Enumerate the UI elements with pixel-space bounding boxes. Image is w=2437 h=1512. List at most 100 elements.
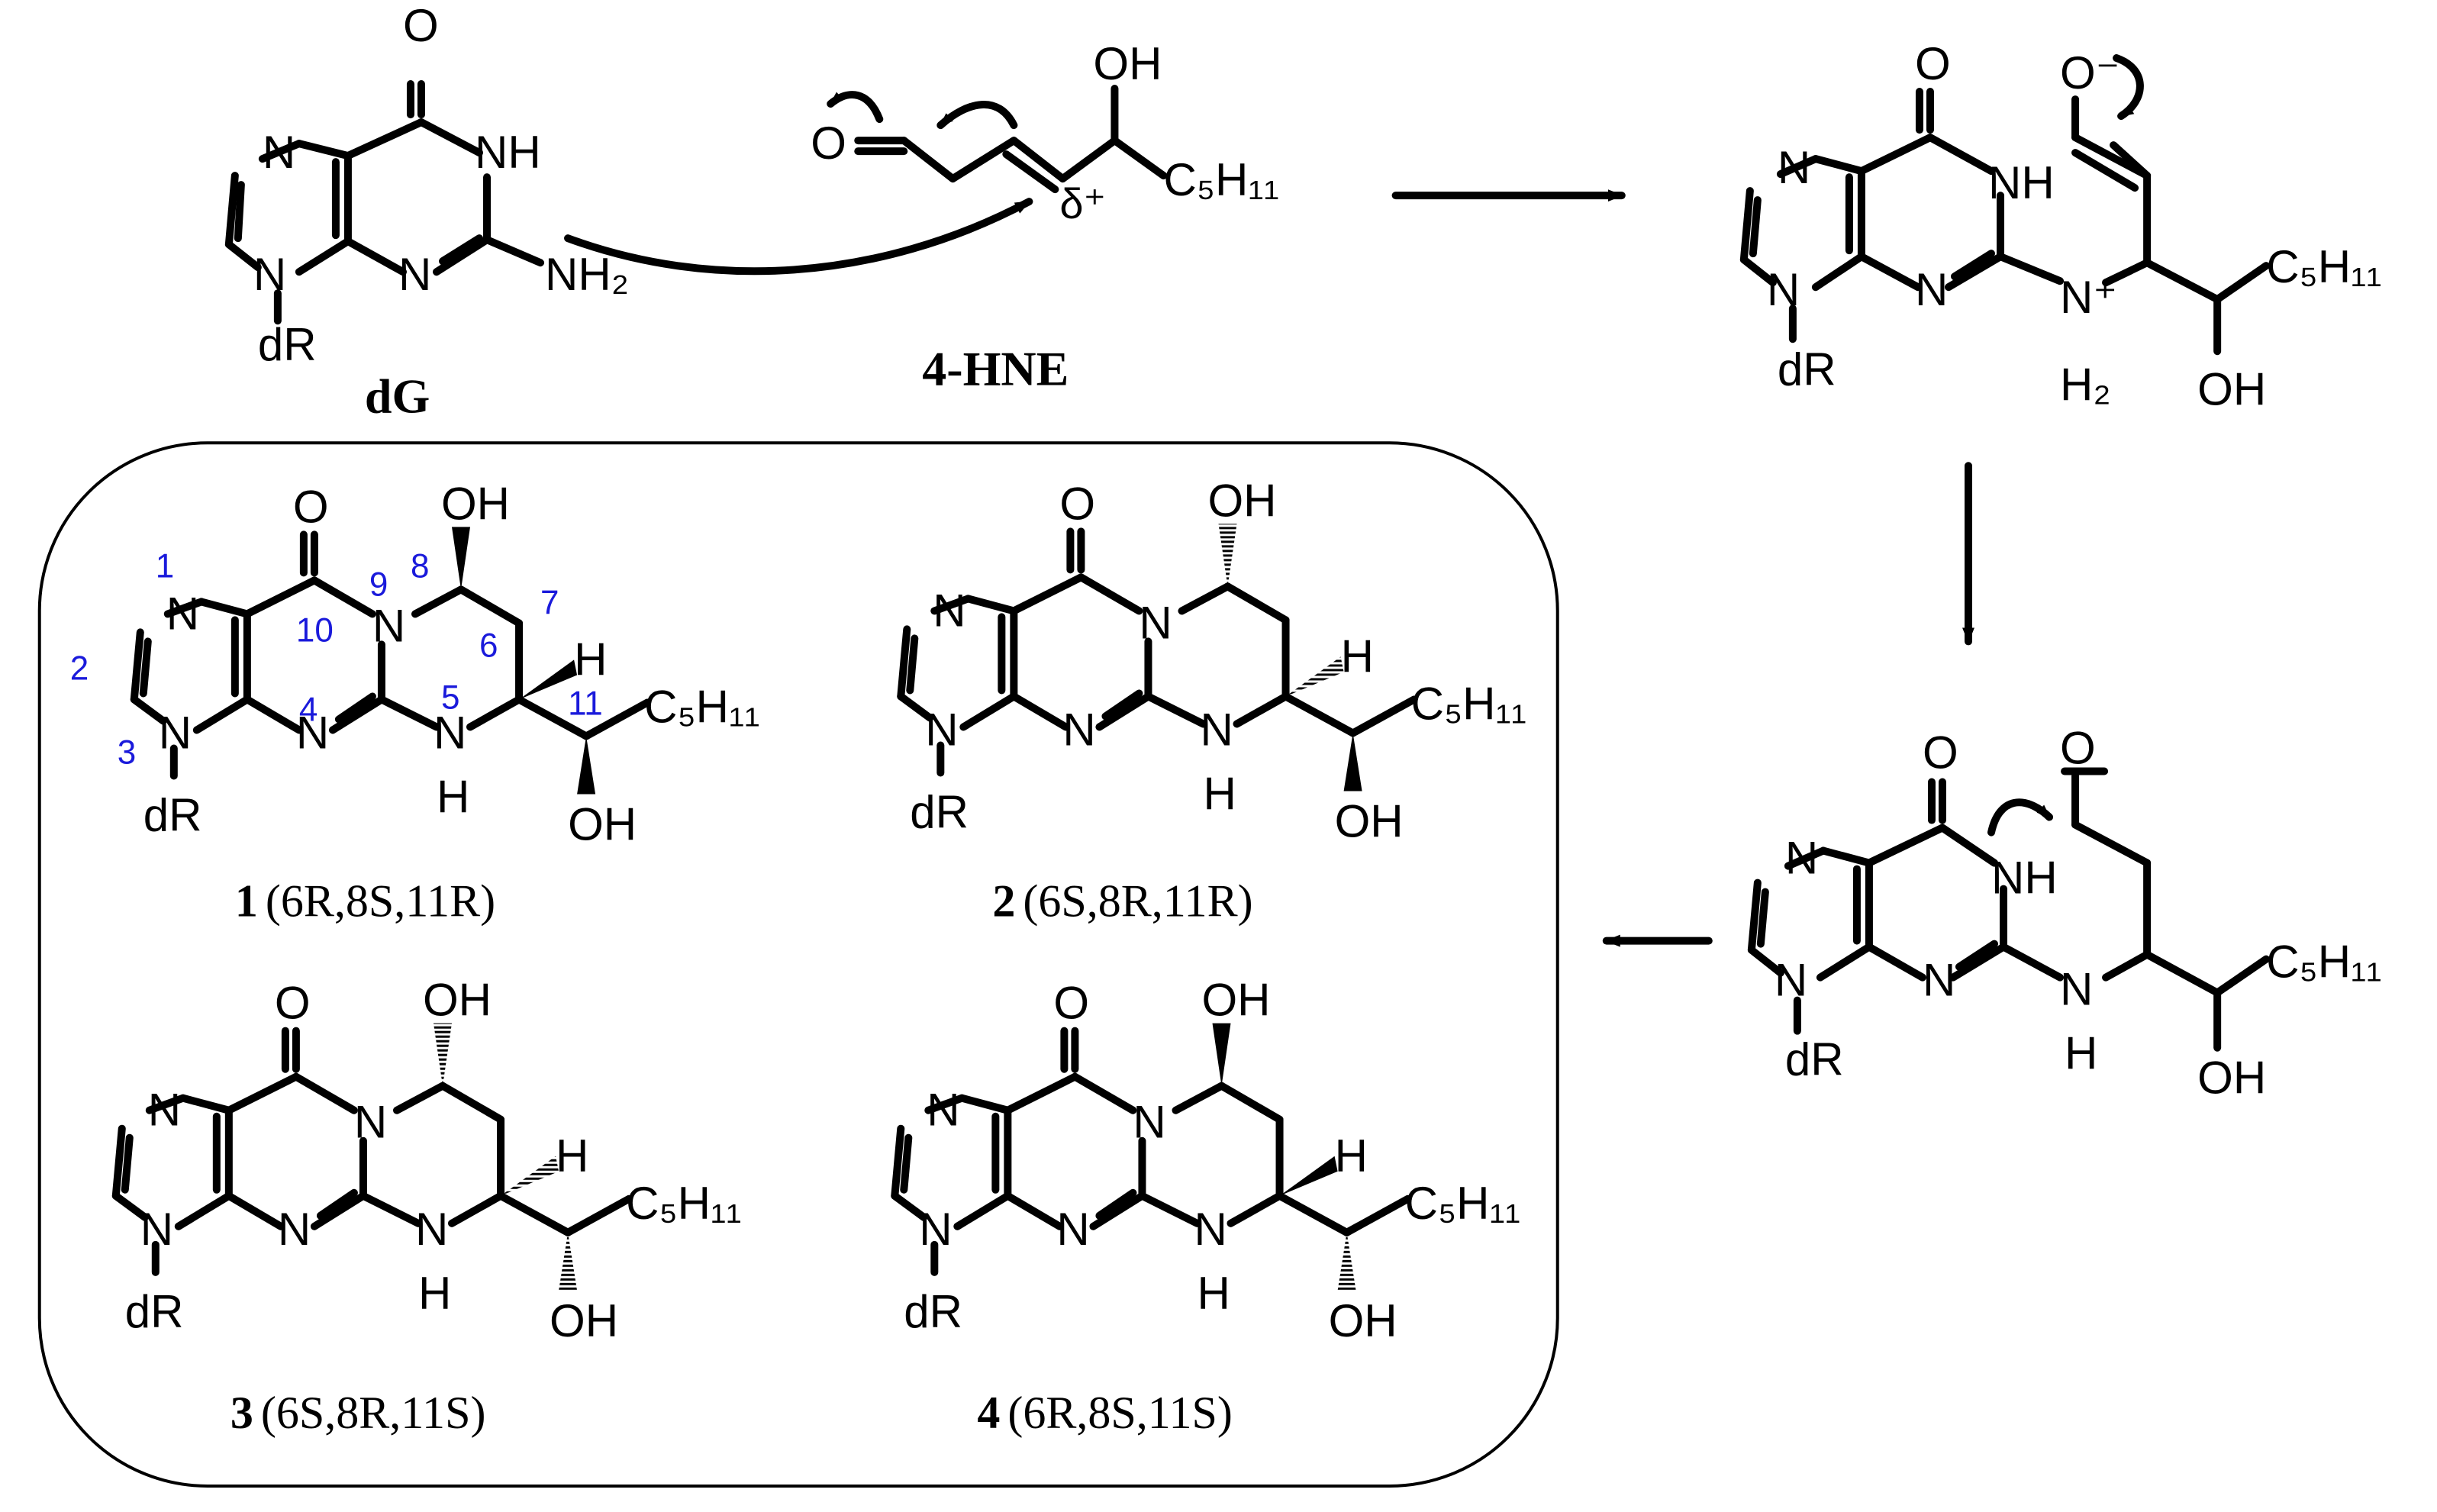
atom-nh: NH — [1991, 853, 2058, 904]
atom-n: N — [1923, 955, 1955, 1006]
product-3-config: (6S,8R,11S) — [261, 1388, 486, 1438]
atom-n: N — [1200, 704, 1233, 755]
nucleophilic-attack-arrow — [564, 198, 1033, 276]
locant-5: 5 — [441, 679, 459, 716]
atom-n: N — [927, 1085, 959, 1136]
product-2-number: 2 — [992, 876, 1015, 927]
atom-c5h11: C₅H₁₁ — [2266, 241, 2381, 292]
atom-c5h11: C₅H₁₁ — [1411, 678, 1526, 729]
atom-o: O — [1923, 727, 1958, 779]
atom-dr: dR — [904, 1286, 962, 1337]
atom-h: H — [1203, 769, 1236, 820]
atom-h: H — [1197, 1268, 1230, 1319]
atom-oh: OH — [1329, 1295, 1397, 1346]
atom-o: O — [403, 0, 439, 51]
dg-molecule: O N NH N N NH₂ dR dG — [224, 0, 629, 423]
atom-oh: OH — [2197, 1053, 2266, 1104]
atom-h: H — [418, 1268, 451, 1319]
product-2-config: (6S,8R,11R) — [1023, 876, 1252, 927]
atom-h: H — [1335, 1130, 1368, 1182]
atom-c5h11: C₅H₁₁ — [626, 1178, 741, 1229]
atom-h: H — [2065, 1028, 2097, 1079]
atom-oh: OH — [1335, 796, 1404, 847]
atom-n: N — [1194, 1204, 1227, 1255]
product-1-config: (6R,8S,11R) — [266, 876, 495, 927]
atom-n: N — [2060, 964, 2093, 1015]
atom-c5h11: C₅H₁₁ — [1405, 1178, 1520, 1229]
atom-n: N — [1056, 1204, 1089, 1255]
locant-4: 4 — [299, 691, 318, 728]
atom-c5h11: C₅H₁₁ — [1163, 154, 1278, 205]
electron-push-arrow — [2113, 54, 2144, 121]
atom-nh: NH — [1988, 157, 2055, 208]
atom-n: N — [372, 600, 405, 651]
atom-c5h11: C₅H₁₁ — [2266, 937, 2381, 988]
product-4-config: (6R,8S,11S) — [1007, 1388, 1233, 1438]
atom-nh2: NH₂ — [545, 249, 629, 300]
intermediate-aldehyde: O O N NH N N N H C₅H₁₁ OH dR — [1747, 723, 2382, 1104]
atom-h: H — [556, 1130, 588, 1182]
atom-dr: dR — [125, 1286, 184, 1337]
atom-dr: dR — [143, 790, 202, 841]
atom-oh: OH — [1201, 975, 1270, 1026]
atom-o: O — [275, 978, 311, 1029]
label-dg: dG — [365, 369, 430, 423]
atom-n: N — [354, 1097, 387, 1148]
locant-10: 10 — [296, 611, 334, 649]
atom-n: N — [919, 1204, 952, 1255]
products-box — [37, 441, 1559, 1488]
locant-6: 6 — [479, 627, 498, 664]
atom-n: N — [159, 707, 192, 758]
atom-h: H — [1341, 630, 1374, 682]
electron-push-arrow — [1987, 798, 2054, 837]
atom-n: N — [1785, 833, 1818, 884]
locant-1: 1 — [156, 547, 174, 585]
atom-o: O — [1053, 978, 1089, 1029]
delta-plus: δ⁺ — [1059, 179, 1106, 227]
atom-dr: dR — [910, 787, 969, 838]
atom-nh: NH — [475, 127, 541, 178]
atom-n: N — [278, 1204, 311, 1255]
atom-n: N — [1778, 142, 1810, 193]
atom-oh: OH — [423, 975, 492, 1026]
atom-dr: dR — [258, 319, 317, 370]
atom-oh: OH — [550, 1295, 618, 1346]
atom-dr: dR — [1785, 1034, 1844, 1085]
product-3: O OH N N N N H N dR H C₅H₁₁ OH — [111, 975, 741, 1346]
product-1-number: 1 — [235, 876, 258, 927]
locant-11: 11 — [568, 685, 603, 722]
atom-n: N — [1767, 264, 1800, 315]
atom-oh: OH — [568, 799, 637, 850]
atom-o-minus: O⁻ — [2060, 47, 2119, 98]
atom-o: O — [1915, 38, 1951, 89]
atom-h: H — [437, 772, 469, 823]
atom-n: N — [296, 707, 329, 758]
product-2: O OH N N N N H N dR H C₅H₁₁ OH — [897, 475, 1526, 847]
atom-oh: OH — [1207, 475, 1276, 526]
atom-n: N — [933, 585, 965, 636]
product-4: O OH N N N N H N dR H C₅H₁₁ OH — [891, 975, 1520, 1346]
atom-n: N — [140, 1204, 173, 1255]
atom-n: N — [263, 127, 295, 178]
atom-n: N — [1139, 597, 1172, 648]
hne-molecule: O OH C₅H₁₁ δ⁺ 4-HNE — [811, 38, 1279, 395]
atom-n: N — [415, 1204, 448, 1255]
atom-n: N — [434, 707, 466, 758]
atom-o: O — [293, 481, 329, 532]
atom-n-plus: N⁺ — [2060, 272, 2117, 323]
atom-n: N — [253, 249, 286, 300]
atom-n: N — [1775, 955, 1807, 1006]
atom-n: N — [1133, 1097, 1165, 1148]
atom-h: H — [574, 633, 607, 685]
product-4-number: 4 — [977, 1388, 1000, 1438]
atom-oh: OH — [441, 478, 510, 529]
product-3-number: 3 — [230, 1388, 253, 1438]
product-1: O OH N N N N H N dR H C₅H₁₁ OH 1 2 3 4 5… — [70, 478, 760, 849]
atom-o: O — [2060, 723, 2096, 774]
atom-n: N — [166, 588, 199, 639]
atom-oh: OH — [2197, 363, 2266, 414]
electron-push-arrow — [936, 101, 1018, 130]
atom-oh: OH — [1093, 38, 1162, 89]
locant-8: 8 — [411, 547, 429, 585]
